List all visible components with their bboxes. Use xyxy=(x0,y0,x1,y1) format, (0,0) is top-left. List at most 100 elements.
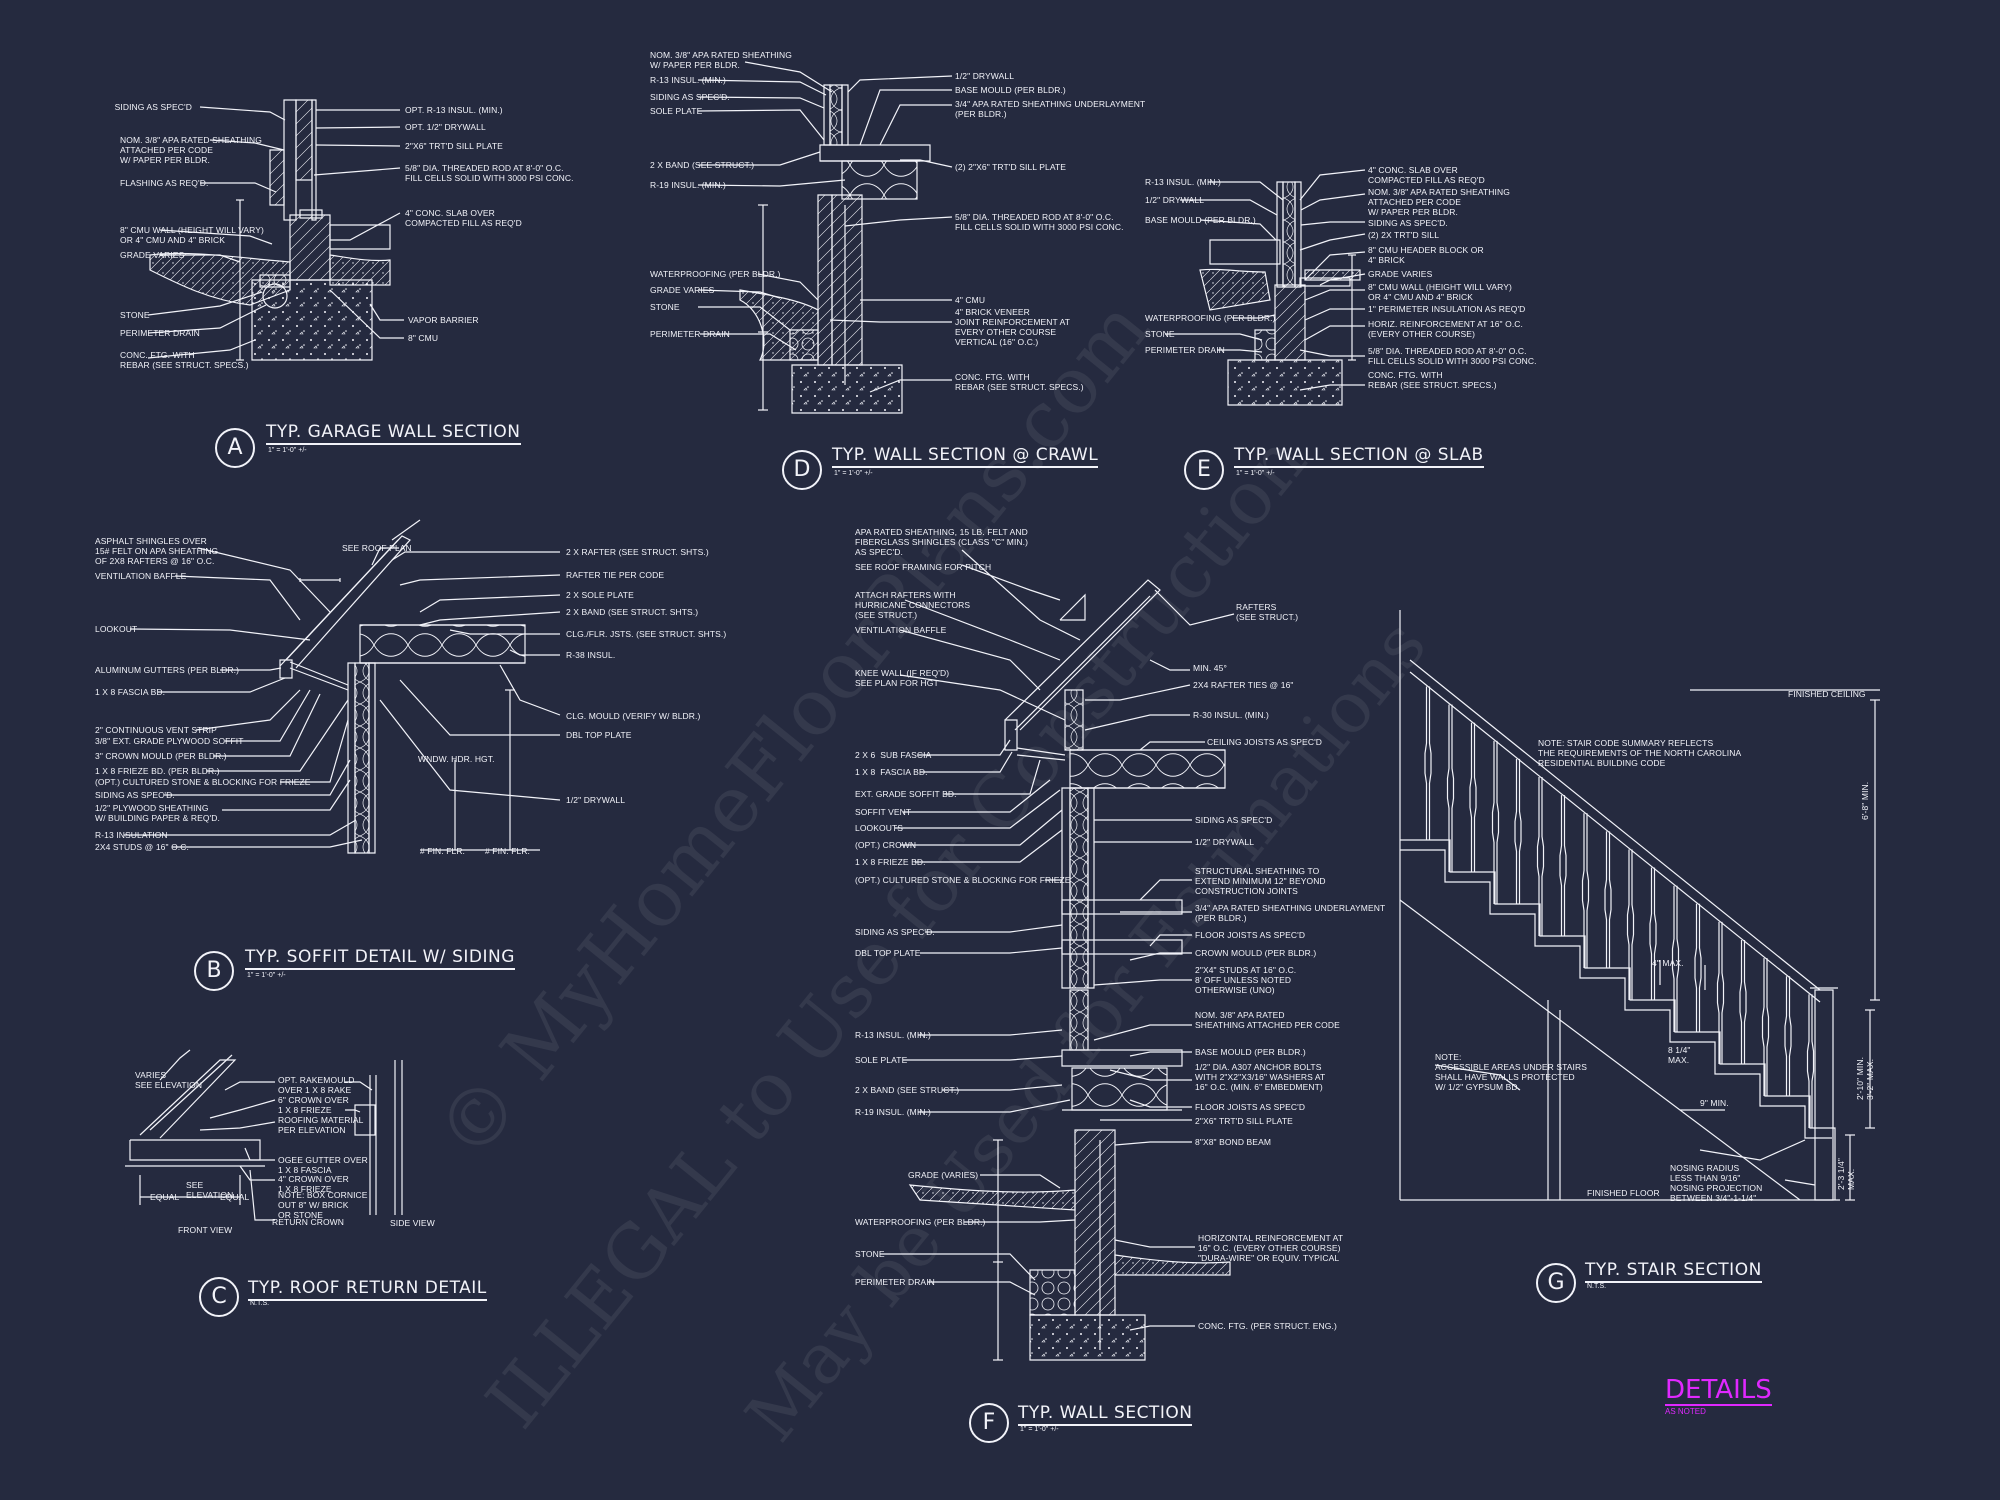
detail-title: TYP. WALL SECTION @ CRAWL xyxy=(832,445,1099,468)
note: FINISHED CEILING xyxy=(1788,689,1866,699)
note: DBL TOP PLATE xyxy=(566,730,632,740)
stair-baluster xyxy=(1560,795,1566,936)
note: SIDING AS SPEC'D xyxy=(1195,815,1273,825)
stair-baluster xyxy=(1605,831,1611,968)
note: (OPT.) CROWN xyxy=(855,840,917,850)
note: SEE ROOF PLAN xyxy=(342,543,412,553)
note: SOLE PLATE xyxy=(855,1055,908,1065)
note: 2'-10" MIN. 3'-2" MAX. xyxy=(1855,1056,1875,1100)
note: 4" CONC. SLAB OVER COMPACTED FILL AS REQ… xyxy=(1368,165,1485,185)
note: 3/8" EXT. GRADE PLYWOOD SOFFIT xyxy=(95,736,244,746)
stair-baluster xyxy=(1448,705,1454,872)
stair-baluster xyxy=(1785,976,1791,1096)
detail-title: TYP. WALL SECTION @ SLAB xyxy=(1234,445,1484,468)
note: 8" CMU WALL (HEIGHT WILL VARY) OR 4" CMU… xyxy=(1368,282,1512,302)
note: FRONT VIEW xyxy=(178,1225,233,1235)
note: 3/4" APA RATED SHEATHING UNDERLAYMENT (P… xyxy=(955,99,1146,119)
note: LOOKOUT xyxy=(95,624,138,634)
note: OPT. RAKEMOULD OVER 1 X 8 RAKE xyxy=(278,1075,355,1095)
note: 2 x BAND (SEE STRUCT.) xyxy=(650,160,755,170)
note: OPT. R-13 INSUL. (MIN.) xyxy=(405,105,503,115)
stair-baluster xyxy=(1538,777,1544,936)
stair-baluster xyxy=(1740,940,1746,1064)
note: WNDW. HDR. HGT. xyxy=(418,754,495,764)
note: HORIZ. REINFORCEMENT AT 16" O.C. (EVERY … xyxy=(1368,319,1523,339)
note: 2x4 RAFTER TIES @ 16" xyxy=(1193,680,1294,690)
note: 1/2" DRYWALL xyxy=(1195,837,1255,847)
detail-scale: 1" = 1'-0" +/- xyxy=(1020,1426,1059,1433)
detail-title: TYP. ROOF RETURN DETAIL xyxy=(248,1278,487,1301)
detail-bubble-b: B xyxy=(194,951,234,991)
detail-bubble-a: A xyxy=(215,428,255,468)
note: 1 x 8 FRIEZE BD. xyxy=(855,857,926,867)
sheet-title: DETAILS xyxy=(1665,1375,1772,1406)
stair-baluster xyxy=(1763,958,1769,1096)
note: OGEE GUTTER OVER 1 X 8 FASCIA xyxy=(278,1155,368,1175)
note: CROWN MOULD (PER BLDR.) xyxy=(1195,948,1317,958)
note: SIDING AS SPEC'D xyxy=(114,102,192,112)
note: (2) 2"x6" TRT'D SILL PLATE xyxy=(955,162,1067,172)
detail-scale: 1" = 1'-0" +/- xyxy=(268,447,307,454)
note: WATERPROOFING (PER BLDR.) xyxy=(855,1217,986,1227)
stair-baluster xyxy=(1808,994,1814,1128)
note: STONE xyxy=(650,302,680,312)
note: 1/2" DIA. A307 ANCHOR BOLTS WITH 2"x2"x3… xyxy=(1195,1062,1326,1092)
note: FLOOR JOISTS AS SPEC'D xyxy=(1195,930,1306,940)
note: 4" CROWN OVER 1 X 8 FRIEZE xyxy=(278,1174,349,1194)
note: SIDING AS SPEC'D. xyxy=(855,927,935,937)
detail-bubble-d: D xyxy=(782,450,822,490)
stair-baluster xyxy=(1718,922,1724,1064)
note: NOTE: ACCESSIBLE AREAS UNDER STAIRS SHAL… xyxy=(1435,1052,1588,1092)
note: NOTE: STAIR CODE SUMMARY REFLECTS THE RE… xyxy=(1538,738,1742,768)
note: (OPT.) CULTURED STONE & BLOCKING FOR FRI… xyxy=(855,875,1071,885)
note: BASE MOULD (PER BLDR.) xyxy=(1195,1047,1306,1057)
note: R-13 INSULATION xyxy=(95,830,168,840)
note: SIDING AS SPEC'D. xyxy=(650,92,730,102)
note: ATTACH RAFTERS WITH HURRICANE CONNECTORS… xyxy=(855,590,971,620)
note: 2 X BAND (SEE STRUCT. SHTS.) xyxy=(566,607,699,617)
note: ASPHALT SHINGLES OVER 15# FELT ON APA SH… xyxy=(95,536,219,566)
note: SIDING AS SPEC'D. xyxy=(95,790,175,800)
note: R-13 INSUL. (MIN.) xyxy=(650,75,726,85)
note: SOLE PLATE xyxy=(650,106,703,116)
note: CONC. FTG. (PER STRUCT. ENG.) xyxy=(1198,1321,1337,1331)
note: WATERPROOFING (PER BLDR.) xyxy=(1145,313,1276,323)
note: VAPOR BARRIER xyxy=(408,315,479,325)
note: PERIMETER DRAIN xyxy=(855,1277,935,1287)
note: 2 x BAND (SEE STRUCT.) xyxy=(855,1085,960,1095)
stair-baluster xyxy=(1628,849,1634,1000)
note: 4" CONC. SLAB OVER COMPACTED FILL AS REQ… xyxy=(405,208,522,228)
note: CEILING JOISTS AS SPEC'D xyxy=(1207,737,1323,747)
note: DBL TOP PLATE xyxy=(855,948,921,958)
note: SOFFIT VENT xyxy=(855,807,912,817)
note: R-13 INSUL. (MIN.) xyxy=(1145,177,1221,187)
detail-title: TYP. GARAGE WALL SECTION xyxy=(266,422,521,445)
note: KNEE WALL (IF REQ'D) SEE PLAN FOR HGT xyxy=(855,668,950,688)
note: 3/4" APA RATED SHEATHING UNDERLAYMENT (P… xyxy=(1195,903,1386,923)
note: STONE xyxy=(120,310,150,320)
note: VARIES SEE ELEVATION xyxy=(135,1070,203,1090)
note: STONE xyxy=(855,1249,885,1259)
note: 5/8" DIA. THREADED ROD AT 8'-0" O.C. FIL… xyxy=(955,212,1124,232)
note: R-30 INSUL. (MIN.) xyxy=(1193,710,1269,720)
note: 8" CMU HEADER BLOCK OR 4" BRICK xyxy=(1368,245,1484,265)
note: 9" MIN. xyxy=(1700,1098,1729,1108)
sheet-scale: AS NOTED xyxy=(1665,1407,1706,1416)
note: RAFTER TIE PER CODE xyxy=(566,570,665,580)
note: R-13 INSUL. (MIN.) xyxy=(855,1030,931,1040)
note: EXT. GRADE SOFFIT BD. xyxy=(855,789,957,799)
note: NOTE: BOX CORNICE OUT 8" W/ BRICK OR STO… xyxy=(278,1190,368,1220)
note: 6" CROWN OVER 1 X 8 FRIEZE xyxy=(278,1095,349,1115)
note: CONC. FTG. WITH REBAR (SEE STRUCT. SPECS… xyxy=(120,350,249,370)
stair-baluster xyxy=(1673,886,1679,1032)
note: (OPT.) CULTURED STONE & BLOCKING FOR FRI… xyxy=(95,777,311,787)
note: # FIN. FLR. xyxy=(485,846,531,856)
note: R-19 INSUL. (MIN.) xyxy=(855,1107,931,1117)
note: 8" CMU WALL (HEIGHT WILL VARY) OR 4" CMU… xyxy=(120,225,264,245)
note: 2 X SOLE PLATE xyxy=(566,590,634,600)
note: 4" MAX. xyxy=(1652,958,1684,968)
note: 2 X RAFTER (SEE STRUCT. SHTS.) xyxy=(566,547,709,557)
note: 6'-8" MIN. xyxy=(1860,781,1870,820)
note: 1 X 8 FRIEZE BD. (PER BLDR.) xyxy=(95,766,220,776)
